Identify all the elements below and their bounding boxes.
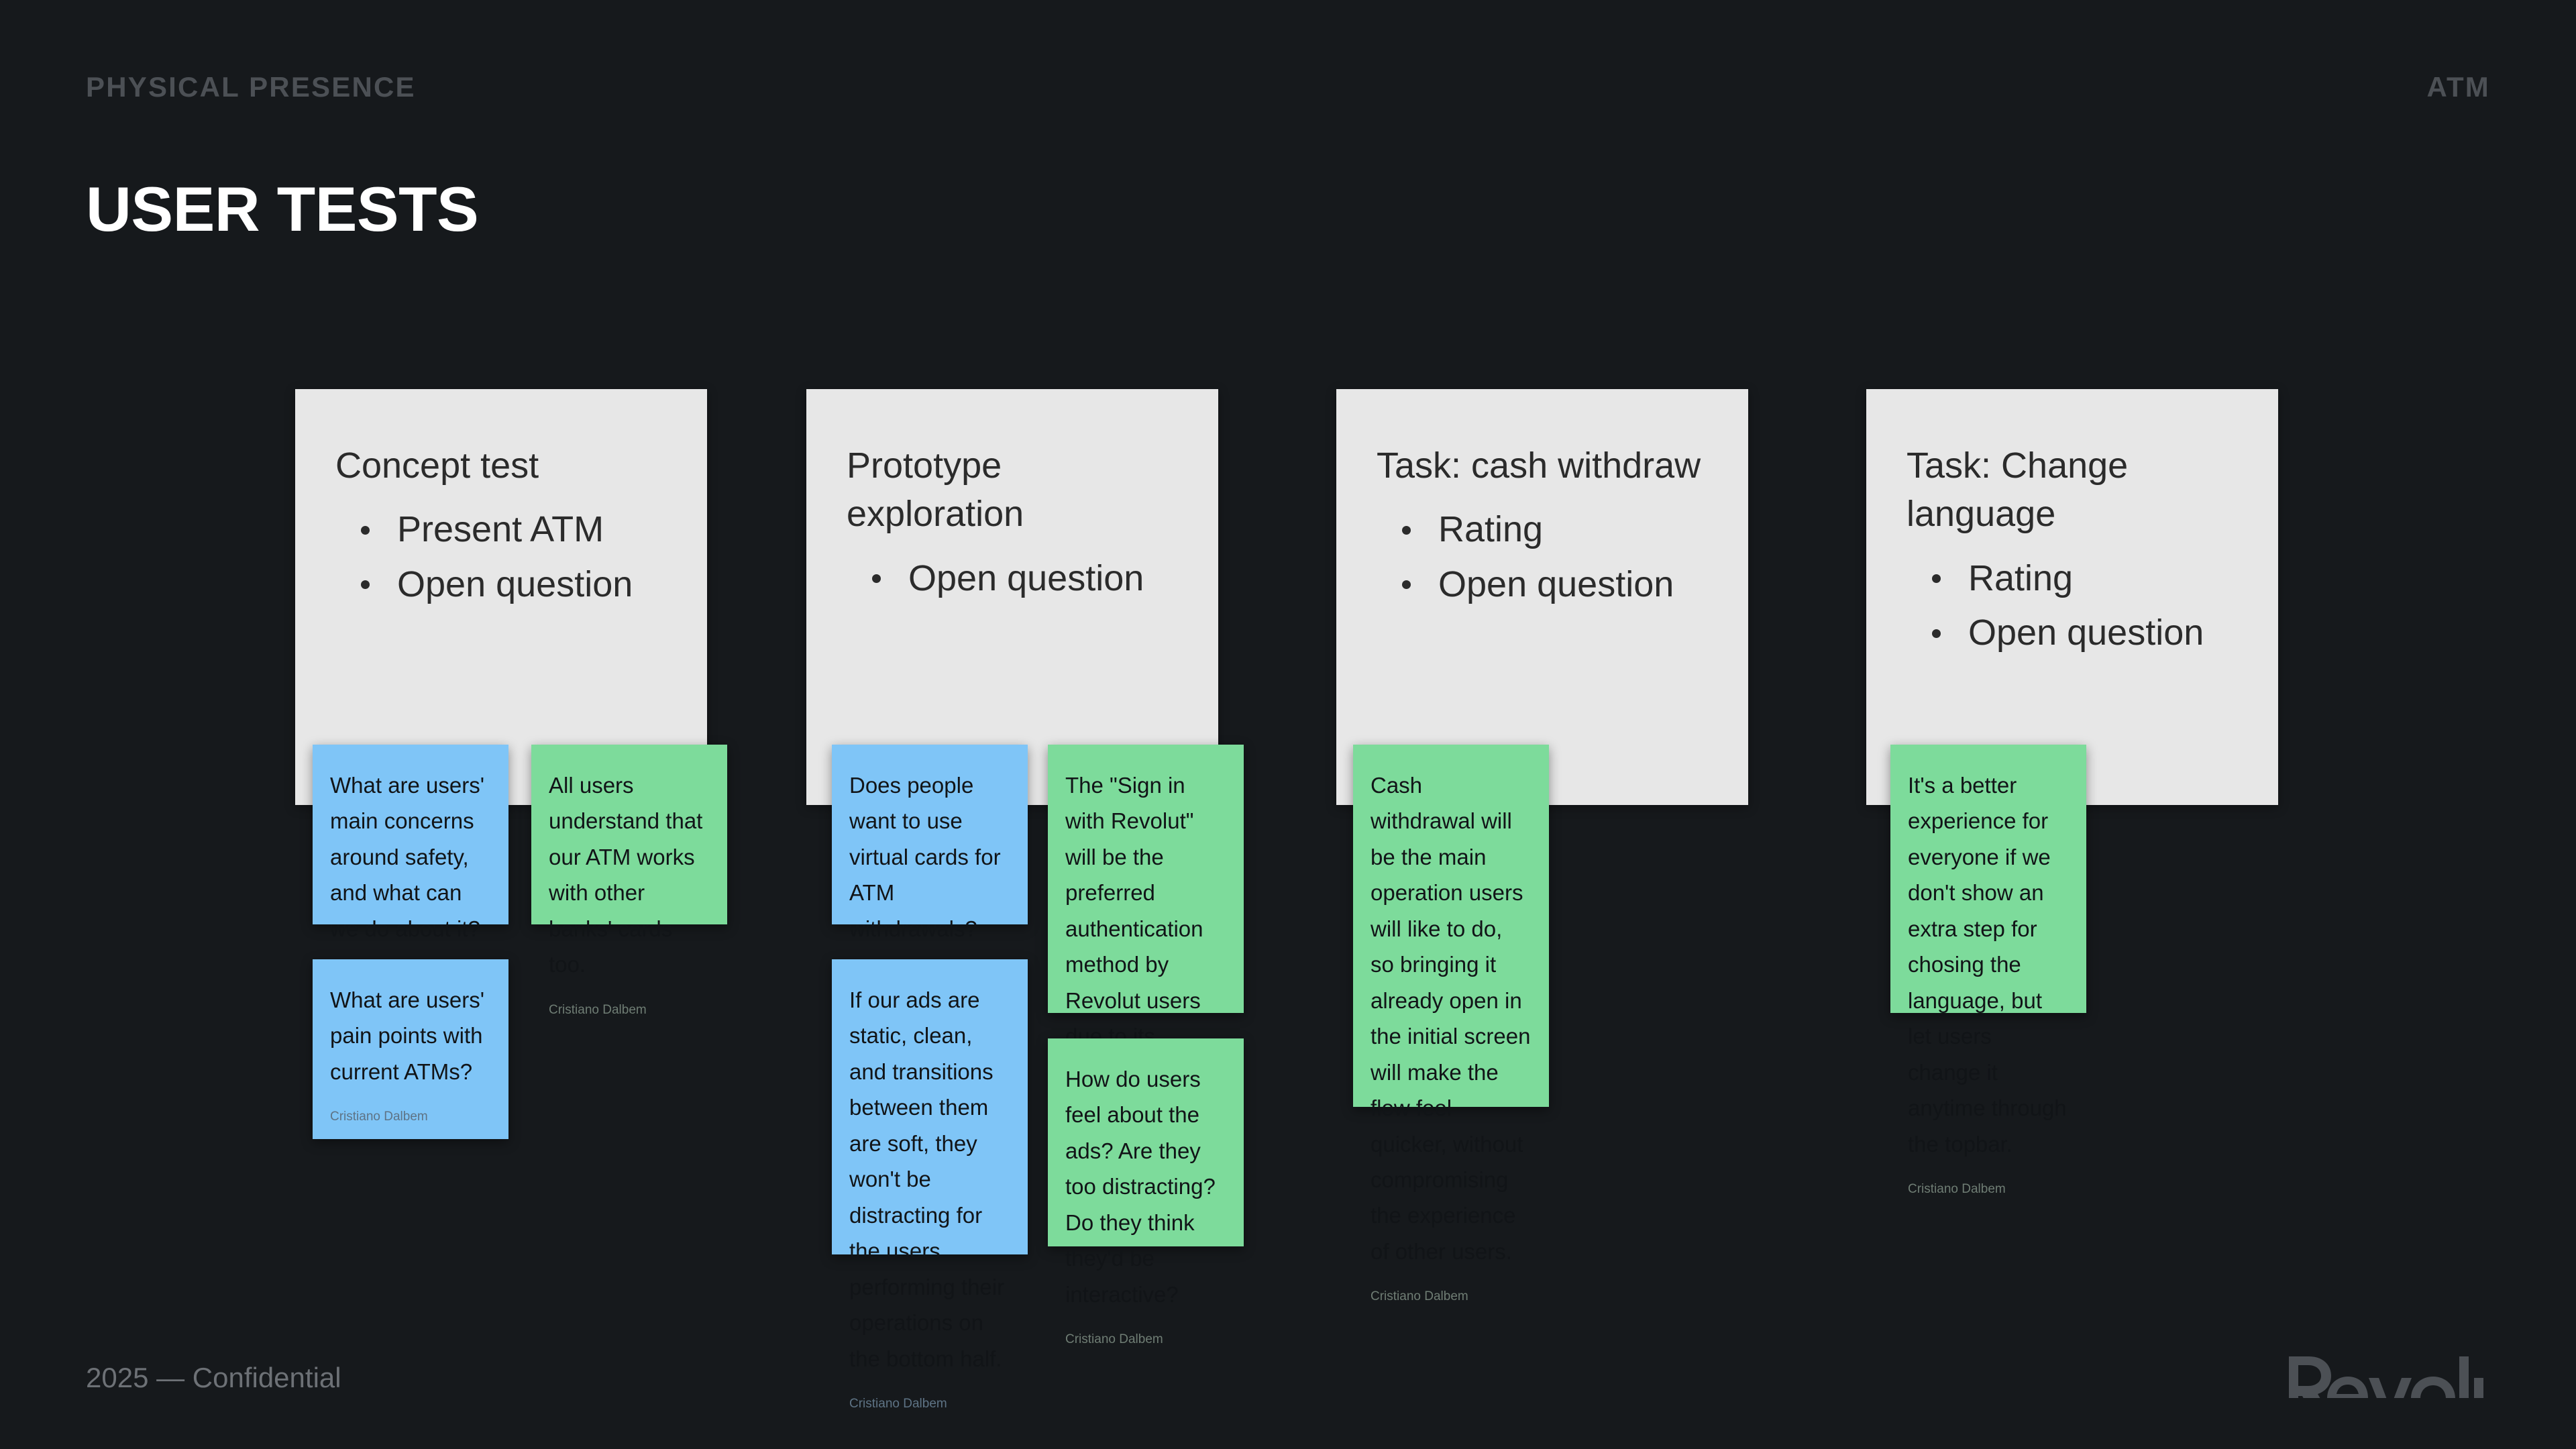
bullet-dot-icon (361, 580, 370, 590)
sticky-note-text: All users understand that our ATM works … (549, 773, 709, 977)
sticky-note[interactable]: What are users' main concerns around saf… (313, 745, 508, 981)
sticky-note-text: Cash withdrawal will be the main operati… (1371, 773, 1537, 1264)
sticky-note-author: Cristiano Dalbem (330, 1110, 428, 1124)
frame-card[interactable]: Task: cash withdraw Rating Open question (1336, 389, 1748, 805)
revolut-logo (2289, 1356, 2490, 1398)
frame-bullet-label: Open question (1968, 612, 2204, 653)
frame-bullet-item: Open question (1377, 559, 1708, 610)
frame-bullet-label: Present ATM (397, 509, 604, 550)
sticky-note-text: Does people want to use virtual cards fo… (849, 773, 1006, 941)
bullet-dot-icon (1932, 574, 1941, 584)
sticky-note[interactable]: All users understand that our ATM works … (531, 745, 727, 1017)
sticky-note-author: Cristiano Dalbem (1908, 1181, 2006, 1196)
frame-title: Task: Change language (1907, 445, 2129, 535)
frame-bullet-label: Rating (1438, 509, 1544, 550)
frame-bullet-item: Present ATM (335, 504, 667, 555)
slide-eyebrow-topic: ATM (2426, 71, 2490, 103)
sticky-note[interactable]: Does people want to use virtual cards fo… (832, 745, 1028, 981)
frame-card[interactable]: Concept test Present ATM Open question (295, 389, 707, 805)
sticky-note-author: Cristiano Dalbem (1371, 1289, 1468, 1304)
sticky-note-author: Cristiano Dalbem (849, 1396, 947, 1411)
frame-bullet-label: Open question (397, 564, 633, 604)
frame-bullet-list: Rating Open question (1377, 504, 1708, 610)
footer-confidential-label: 2025 — Confidential (86, 1362, 341, 1393)
sticky-note-text: How do users feel about the ads? Are the… (1065, 1067, 1222, 1307)
frame-bullet-item: Rating (1377, 504, 1708, 555)
frame-bullet-item: Open question (335, 559, 667, 610)
bullet-dot-icon (1402, 580, 1411, 590)
sticky-note[interactable]: Cash withdrawal will be the main operati… (1353, 745, 1549, 1303)
sticky-note-text: What are users' main concerns around saf… (330, 773, 491, 941)
sticky-note[interactable]: The "Sign in with Revolut" will be the p… (1048, 745, 1244, 1196)
frame-bullet-label: Open question (1438, 564, 1674, 604)
sticky-note-text: If our ads are static, clean, and transi… (849, 987, 1011, 1371)
sticky-note-text: It's a better experience for everyone if… (1908, 773, 2073, 1157)
slide-eyebrow-section: PHYSICAL PRESENCE (86, 71, 416, 103)
sticky-note[interactable]: It's a better experience for everyone if… (1890, 745, 2086, 1196)
sticky-note[interactable]: What are users' pain points with current… (313, 959, 508, 1139)
sticky-note-author: Cristiano Dalbem (1065, 1332, 1163, 1347)
bullet-dot-icon (872, 574, 881, 584)
frame-title: Task: cash withdraw (1377, 445, 1701, 486)
frame-bullet-list: Rating Open question (1907, 553, 2238, 659)
bullet-dot-icon (1932, 629, 1941, 638)
frame-bullet-item: Rating (1907, 553, 2238, 604)
bullet-dot-icon (361, 525, 370, 535)
frame-card[interactable]: Task: Change language Rating Open questi… (1866, 389, 2278, 805)
bullet-dot-icon (1402, 525, 1411, 535)
sticky-note-author: Cristiano Dalbem (549, 1002, 647, 1017)
frame-bullet-item: Open question (1907, 608, 2238, 659)
sticky-note[interactable]: If our ads are static, clean, and transi… (832, 959, 1028, 1411)
frame-bullet-label: Rating (1968, 557, 2074, 598)
sticky-note[interactable]: How do users feel about the ads? Are the… (1048, 1038, 1244, 1346)
frame-bullet-list: Open question (847, 553, 1178, 604)
frame-bullet-label: Open question (908, 557, 1144, 598)
frame-card[interactable]: Prototype exploration Open question (806, 389, 1218, 805)
sticky-note-text: What are users' pain points with current… (330, 987, 491, 1084)
frame-bullet-item: Open question (847, 553, 1178, 604)
frame-title: Concept test (335, 445, 539, 486)
page-title: USER TESTS (86, 174, 479, 244)
frame-bullet-list: Present ATM Open question (335, 504, 667, 610)
frame-title: Prototype exploration (847, 445, 1024, 535)
